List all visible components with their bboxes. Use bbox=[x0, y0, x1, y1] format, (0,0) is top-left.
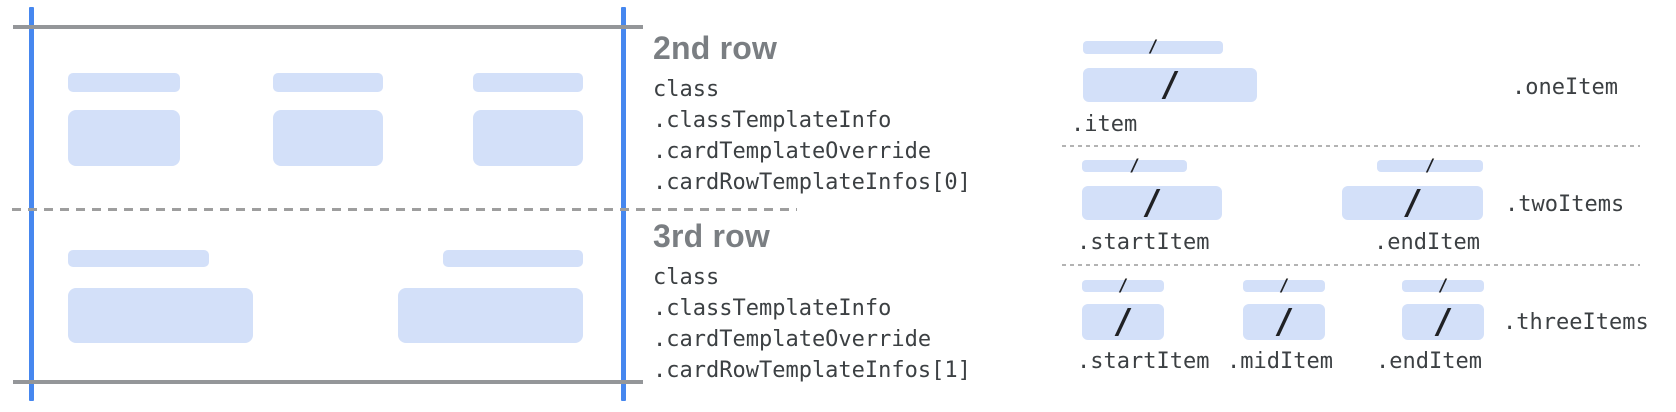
second-row-class-path: class .classTemplateInfo .cardTemplateOv… bbox=[653, 74, 971, 198]
field-label-placeholder bbox=[273, 73, 383, 92]
field-label-placeholder bbox=[443, 250, 583, 267]
layout-separator bbox=[1062, 145, 1640, 147]
row-divider-dashed-line bbox=[12, 208, 797, 211]
item-value-bar: / bbox=[1243, 304, 1325, 340]
field-value-placeholder bbox=[273, 110, 383, 166]
card-bottom-border-line bbox=[13, 380, 643, 384]
item-name-label: .item bbox=[1071, 112, 1138, 137]
slash-glyph: / bbox=[1437, 275, 1449, 296]
slash-glyph: / bbox=[1424, 155, 1436, 176]
field-value-placeholder bbox=[473, 110, 583, 166]
layout-separator bbox=[1062, 264, 1640, 266]
item-name-label: .startItem bbox=[1077, 349, 1210, 374]
card-right-guide-line bbox=[621, 7, 626, 401]
layout-name-label: .threeItems bbox=[1503, 310, 1649, 335]
item-value-bar: / bbox=[1402, 304, 1484, 340]
item-name-label: .startItem bbox=[1077, 230, 1210, 255]
layout-name-label: .twoItems bbox=[1505, 192, 1625, 217]
field-label-placeholder bbox=[68, 250, 209, 267]
item-label-bar: / bbox=[1402, 275, 1484, 296]
slash-glyph: / bbox=[1159, 65, 1181, 105]
class-path-line: .classTemplateInfo bbox=[653, 108, 892, 133]
slash-glyph: / bbox=[1278, 275, 1290, 296]
class-path-line: .classTemplateInfo bbox=[653, 296, 892, 321]
item-value-bar: / bbox=[1083, 68, 1257, 102]
slash-glyph: / bbox=[1147, 37, 1159, 57]
slash-glyph: / bbox=[1402, 183, 1423, 223]
field-value-placeholder bbox=[68, 288, 253, 343]
card-top-border-line bbox=[13, 25, 643, 29]
field-value-placeholder bbox=[398, 288, 583, 343]
item-name-label: .endItem bbox=[1376, 349, 1482, 374]
layout-name-label: .oneItem bbox=[1512, 75, 1618, 100]
slash-glyph: / bbox=[1129, 155, 1140, 176]
second-row-heading: 2nd row bbox=[653, 30, 778, 66]
class-path-line: .cardTemplateOverride bbox=[653, 139, 932, 164]
slash-glyph: / bbox=[1432, 302, 1454, 342]
item-value-bar: / bbox=[1082, 304, 1164, 340]
item-label-bar: / bbox=[1083, 37, 1223, 57]
item-value-bar: / bbox=[1342, 186, 1483, 220]
field-value-placeholder bbox=[68, 110, 180, 166]
item-name-label: .midItem bbox=[1227, 349, 1333, 374]
field-label-placeholder bbox=[68, 73, 180, 92]
item-label-bar: / bbox=[1082, 155, 1187, 176]
class-path-line: class bbox=[653, 77, 720, 102]
slash-glyph: / bbox=[1273, 302, 1295, 342]
field-label-placeholder bbox=[473, 73, 583, 92]
third-row-heading: 3rd row bbox=[653, 218, 770, 254]
slash-glyph: / bbox=[1117, 275, 1129, 296]
item-label-bar: / bbox=[1243, 275, 1325, 296]
item-label-bar: / bbox=[1082, 275, 1164, 296]
class-path-line: class bbox=[653, 265, 720, 290]
item-value-bar: / bbox=[1082, 186, 1222, 220]
item-label-bar: / bbox=[1377, 155, 1483, 176]
third-row-class-path: class .classTemplateInfo .cardTemplateOv… bbox=[653, 262, 971, 386]
slash-glyph: / bbox=[1112, 302, 1134, 342]
card-left-guide-line bbox=[29, 7, 34, 401]
class-path-line: .cardTemplateOverride bbox=[653, 327, 932, 352]
slash-glyph: / bbox=[1141, 183, 1163, 223]
class-path-line: .cardRowTemplateInfos[1] bbox=[653, 358, 971, 383]
item-name-label: .endItem bbox=[1374, 230, 1480, 255]
class-path-line: .cardRowTemplateInfos[0] bbox=[653, 170, 971, 195]
